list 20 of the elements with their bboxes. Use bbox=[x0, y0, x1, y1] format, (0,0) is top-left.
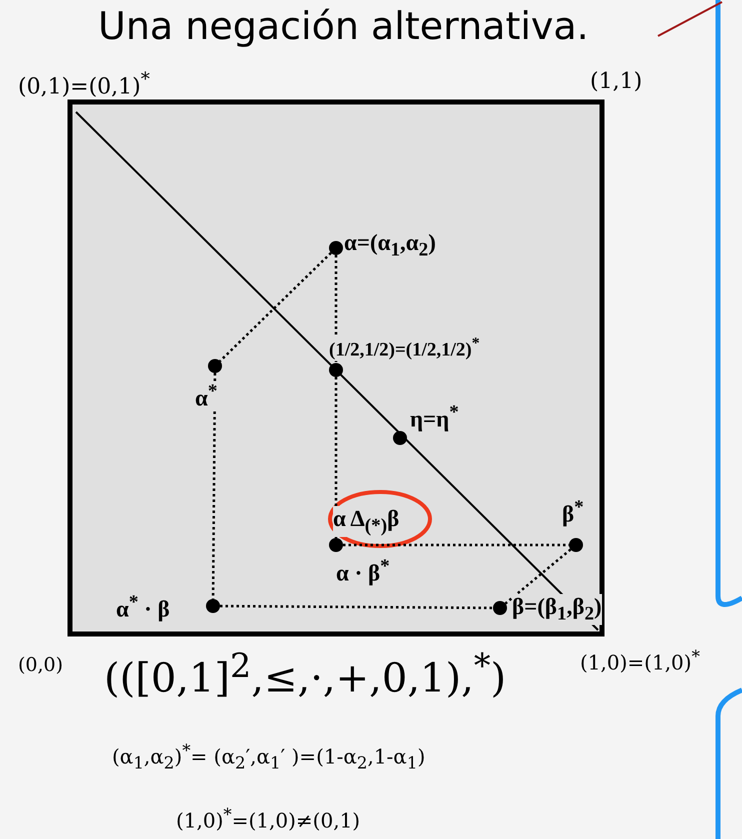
point-label: β$^{*}$ bbox=[562, 497, 584, 527]
formula: (([0,1]$^{2}$,≤,·,+,0,1),$^{*}$) bbox=[104, 648, 506, 700]
math-label: (0,0) bbox=[18, 655, 64, 676]
math-label: (1,1) bbox=[590, 70, 642, 94]
math-label: (α$_{1}$,α$_{2}$)$^{*}$= (α$_{2}$′,α$_{1}$′ )=(1-α$_{2}$,1-α$_{1}$) bbox=[112, 742, 426, 773]
math-label: (1,0)$^{*}$=(1,0)≠(0,1) bbox=[176, 806, 360, 832]
math-label: (1,0)=(1,0)$^{*}$ bbox=[580, 648, 700, 674]
point-label: α · β$^{*}$ bbox=[336, 556, 390, 586]
dotted-line bbox=[212, 372, 216, 600]
point-label: α$^{*}$ bbox=[195, 381, 218, 411]
point-label: α$^{*}$ · β bbox=[116, 592, 170, 622]
title: Una negación alternativa. bbox=[98, 6, 589, 48]
dotted-line bbox=[220, 604, 493, 610]
point-label: η=η$^{*}$ bbox=[410, 402, 459, 432]
point-label: β=(β$_{1}$,β$_{2}$) bbox=[512, 594, 602, 625]
dotted-line bbox=[504, 548, 572, 604]
point-label: (1/2,1/2)=(1/2,1/2)$^{*}$ bbox=[329, 335, 480, 362]
dotted-line bbox=[219, 252, 332, 362]
point-label: α Δ$_{(*)}$β bbox=[333, 506, 400, 537]
math-label: (0,1)=(0,1)$^{*}$ bbox=[18, 70, 150, 100]
